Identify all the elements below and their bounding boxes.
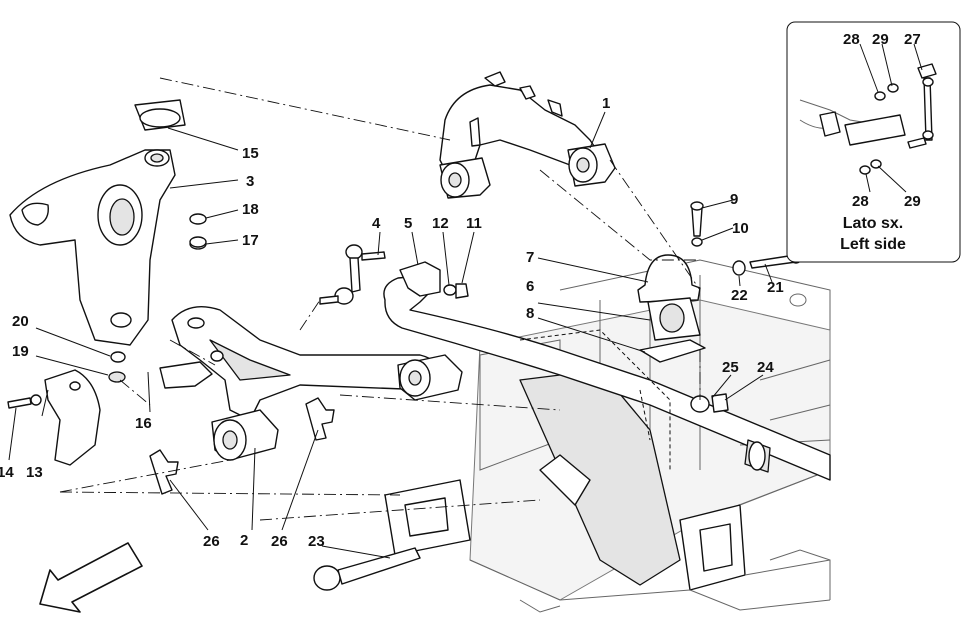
inset-title-english: Left side	[840, 236, 906, 253]
callout-17: 17	[242, 232, 259, 249]
bolts-9-10-21-22	[690, 201, 803, 276]
callout-11: 11	[466, 215, 482, 232]
nut-washer-24-25	[690, 393, 729, 413]
splash-shield	[7, 369, 101, 466]
inset-callout-28-top: 28	[843, 31, 860, 48]
callout-4: 4	[372, 215, 381, 232]
callout-26-right: 26	[271, 533, 288, 550]
nuts-19-20	[108, 351, 126, 383]
inset-callout-29-bottom: 29	[904, 193, 921, 210]
callout-labels: 1 2 3 4 5 6 7 8 9 10 11 12 13 14 15 16 1…	[0, 95, 784, 550]
callout-6: 6	[526, 278, 534, 295]
callout-23: 23	[308, 533, 325, 550]
stabilizer-bushing-clamp	[637, 254, 706, 363]
assembly-lines	[59, 77, 701, 521]
callout-22: 22	[731, 287, 748, 304]
callout-25: 25	[722, 359, 739, 376]
callout-3: 3	[246, 173, 254, 190]
callout-12: 12	[432, 215, 449, 232]
callout-13: 13	[26, 464, 43, 481]
inset-callout-29-top: 29	[872, 31, 889, 48]
upper-control-arm	[439, 71, 616, 199]
callout-9: 9	[730, 191, 738, 208]
stabilizer-link	[319, 244, 441, 305]
callout-15: 15	[242, 145, 259, 162]
left-side-inset: 28 29 27 28 29 Lato sx. Left side	[786, 21, 961, 263]
steering-knuckle	[9, 149, 176, 346]
inset-callout-28-bottom: 28	[852, 193, 869, 210]
callout-26-left: 26	[203, 533, 220, 550]
callout-24: 24	[757, 359, 774, 376]
upper-ball-joint-cover	[134, 99, 186, 131]
callout-18: 18	[242, 201, 259, 218]
inset-callout-27: 27	[904, 31, 921, 48]
callout-8: 8	[526, 305, 534, 322]
washers-17-18	[189, 213, 207, 250]
inset-title-italian: Lato sx.	[843, 215, 903, 232]
bracket-16	[159, 361, 213, 389]
callout-16: 16	[135, 415, 152, 432]
callout-21: 21	[767, 279, 784, 296]
nuts-11-12	[443, 283, 469, 299]
callout-14: 14	[0, 464, 14, 481]
callout-2: 2	[240, 532, 248, 549]
callout-7: 7	[526, 249, 534, 266]
arrow-down-left-icon	[39, 542, 143, 613]
stabilizer-bar	[383, 275, 831, 481]
callout-5: 5	[404, 215, 412, 232]
callout-1: 1	[602, 95, 610, 112]
leader-lines	[8, 111, 773, 559]
lower-control-arm	[171, 306, 463, 461]
long-bolt-23	[313, 547, 421, 591]
callout-20: 20	[12, 313, 29, 330]
callout-10: 10	[732, 220, 749, 237]
callout-19: 19	[12, 343, 29, 360]
